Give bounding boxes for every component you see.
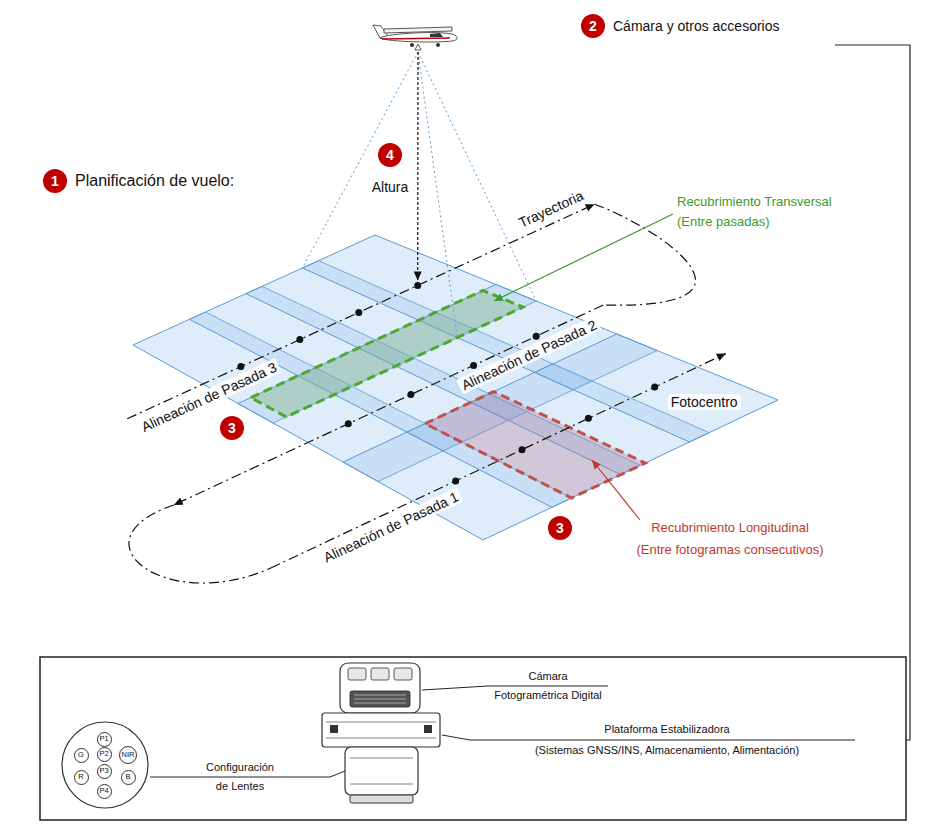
platform-knob: [424, 725, 432, 733]
camera-point: [415, 44, 421, 50]
panel-link-line: [835, 45, 910, 740]
camera-cone-line: [418, 52, 457, 338]
body-lines: [350, 758, 413, 784]
photo-center: [345, 420, 352, 427]
part-label: Plataforma Estabilizadora: [604, 723, 729, 736]
flight-line: [271, 354, 726, 568]
part-label: Cámara: [528, 670, 567, 683]
lens-circle: P3: [97, 764, 112, 779]
callout-number: 1: [43, 169, 67, 193]
lens-name: P1: [99, 735, 108, 743]
photo-center: [296, 336, 303, 343]
overlap-note: (Entre fotogramas consecutivos): [636, 543, 823, 558]
lens-circle: P1: [97, 732, 112, 747]
pass-label: Alineación de Pasada 2: [456, 316, 602, 395]
lens-name: P4: [99, 787, 108, 795]
lens-name: R: [78, 773, 83, 781]
photo-center: [585, 415, 592, 422]
camera-cone-line: [302, 52, 418, 268]
lens-circle: P4: [97, 784, 112, 799]
camera-window: [371, 668, 389, 680]
lens-name: B: [125, 773, 130, 781]
callout-number: 3: [548, 516, 572, 540]
part-label: Configuración: [206, 761, 274, 774]
photo-center: [237, 363, 244, 370]
plane-wing: [384, 27, 452, 33]
sensor-lines: [354, 695, 406, 703]
photo-center: [414, 282, 421, 289]
camera-base: [350, 795, 413, 803]
callout-number: 2: [581, 14, 605, 38]
camera-window: [348, 668, 366, 680]
trajectory-label: Trayectoria: [513, 186, 588, 232]
overlap-note: (Entre pasadas): [677, 215, 770, 230]
airplane: [373, 25, 457, 50]
lens-name: NIR: [122, 751, 135, 759]
lens-plate: [62, 722, 148, 808]
lens-circle: P2: [97, 747, 112, 762]
overlap-label: Recubrimiento Transversal: [677, 195, 832, 210]
camera-lower-body: [345, 747, 418, 795]
photo-center: [533, 333, 540, 340]
accessories-panel: [40, 657, 906, 820]
plane-stripe: [382, 38, 450, 39]
section-title: Cámara y otros accesorios: [613, 18, 780, 34]
photo-center: [452, 477, 459, 484]
stabilizer-platform: [322, 713, 440, 747]
callout-number: 3: [220, 416, 244, 440]
photo-footprint: [535, 334, 778, 442]
photo-center: [470, 362, 477, 369]
part-label: Fotogramétrica Digital: [494, 689, 602, 702]
plane-wheel: [436, 43, 440, 47]
leader-arrow: [592, 460, 640, 520]
photo-center: [407, 391, 414, 398]
flight-turn: [129, 505, 271, 583]
flight-grid: [127, 52, 778, 583]
lens-circle: G: [74, 748, 89, 763]
lens-circle: NIR: [119, 746, 137, 764]
platform-lines: [326, 722, 436, 738]
camera-sensor: [350, 691, 410, 707]
lens-circle: R: [74, 770, 89, 785]
platform-knob: [330, 725, 338, 733]
lens-name: P3: [99, 767, 108, 775]
altitude-label: Altura: [372, 179, 409, 195]
photo-center: [651, 384, 658, 391]
plane-window: [430, 33, 443, 37]
callout-number: 4: [378, 143, 402, 167]
photo-center-label: Fotocentro: [668, 394, 741, 410]
camera-device: [322, 663, 440, 803]
pass-label: Alineación de Pasada 1: [318, 487, 463, 567]
flight-line: [127, 204, 594, 419]
overlap-label: Recubrimiento Longitudinal: [651, 521, 809, 536]
photo-center: [355, 309, 362, 316]
lens-name: P2: [99, 750, 108, 758]
camera-cone-line: [418, 52, 536, 301]
lens-name: G: [78, 751, 84, 759]
leader-line: [442, 735, 855, 740]
section-title: Planificación de vuelo:: [75, 172, 234, 190]
photo-center: [519, 446, 526, 453]
camera-housing: [340, 663, 420, 713]
camera-window: [394, 668, 412, 680]
forward-overlap: [425, 392, 645, 498]
altitude-line: [417, 52, 418, 280]
part-label: de Lentes: [216, 780, 264, 793]
lens-circle: B: [121, 770, 136, 785]
part-note: (Sistemas GNSS/INS, Almacenamiento, Alim…: [535, 744, 799, 757]
pass-label: Alineación de Pasada 3: [136, 357, 282, 436]
plane-wheel: [410, 43, 414, 47]
plane-fuselage: [380, 33, 457, 42]
flight-line: [174, 305, 604, 505]
